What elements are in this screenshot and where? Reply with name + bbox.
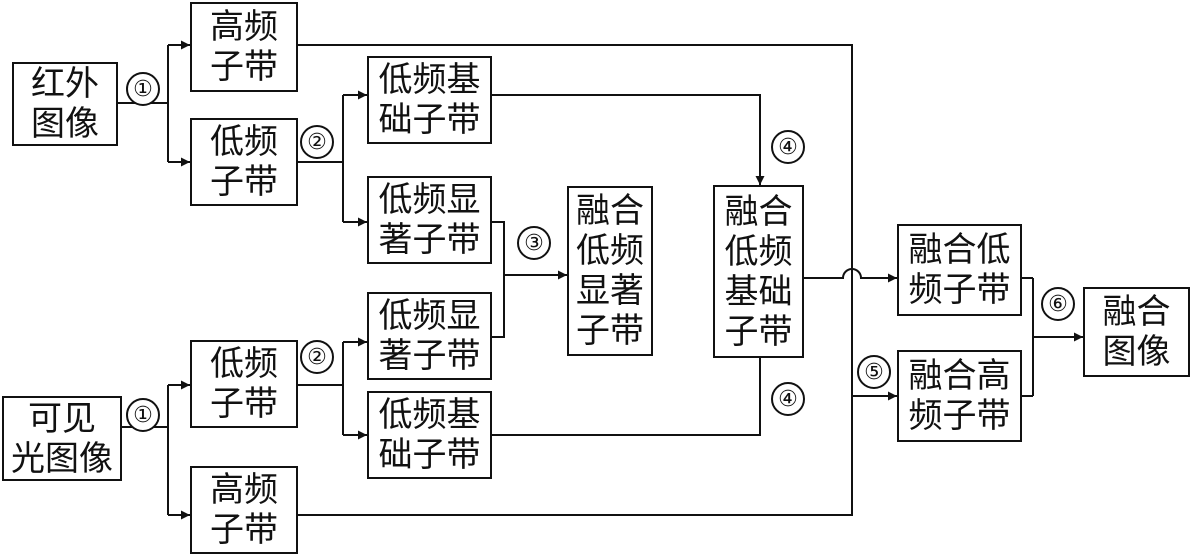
box-label-line: 子带 (210, 47, 278, 87)
box-label-line: 频子带 (908, 270, 1011, 310)
box-label: 可见光图像 (11, 399, 113, 479)
box-label-line: 低频 (210, 344, 278, 384)
box-label-line: 融合 (724, 191, 793, 232)
box-label-line: 础子带 (378, 100, 481, 140)
edge-vis-base-to-fused-base (492, 358, 761, 436)
box-label-line: 融合高 (908, 356, 1011, 396)
box-label-line: 低频 (576, 231, 644, 271)
box-ir-low-salient-subband: 低频显著子带 (367, 176, 492, 264)
box-label-line: 子带 (210, 162, 278, 202)
box-label-line: 显著 (576, 271, 644, 311)
step-6-marker: ⑥ (1041, 287, 1075, 321)
edge-fused-base-to-fused-low (804, 268, 897, 283)
box-label: 低频子带 (210, 344, 278, 424)
box-label-line: 高频 (210, 7, 278, 47)
box-label: 低频基础子带 (379, 60, 481, 140)
box-vis-low-base-subband: 低频基础子带 (367, 391, 492, 479)
box-label-line: 低频 (210, 122, 278, 162)
box-label-line: 高频 (210, 470, 278, 510)
step-1-vis-marker: ① (126, 398, 160, 432)
box-label-line: 著子带 (378, 336, 481, 376)
box-label: 融合低频子带 (909, 230, 1011, 310)
box-ir-low-base-subband: 低频基础子带 (367, 56, 492, 144)
box-label-line: 融合低 (908, 230, 1011, 270)
edge-ir-high-to-fused-high (298, 44, 853, 396)
box-label: 融合图像 (1103, 292, 1171, 372)
edge-ir-base-to-fused-base (492, 94, 765, 185)
edge-ir-salient-join (492, 221, 505, 338)
box-ir-image: 红外图像 (12, 62, 118, 146)
box-label-line: 低频 (724, 231, 793, 272)
box-label-line: 低频基 (378, 395, 481, 435)
box-label: 高频子带 (210, 470, 278, 550)
box-label: 高频子带 (210, 7, 278, 87)
box-label-line: 著子带 (378, 220, 481, 260)
box-label-line: 融合 (576, 191, 644, 231)
box-label: 低频显著子带 (379, 296, 481, 376)
box-label: 低频基础子带 (379, 395, 481, 475)
box-label: 融合低频基础子带 (725, 192, 793, 352)
box-vis-low-salient-subband: 低频显著子带 (367, 292, 492, 380)
box-label-line: 图像 (31, 104, 99, 144)
box-label-line: 子带 (210, 384, 278, 424)
box-label-line: 可见 (28, 398, 96, 439)
step-5-marker: ⑤ (857, 355, 891, 389)
box-label-line: 础子带 (378, 435, 481, 475)
step-2-ir-marker: ② (300, 125, 334, 159)
box-label-line: 融合 (1102, 292, 1171, 332)
box-vis-low-subband: 低频子带 (190, 340, 298, 428)
box-vis-image: 可见光图像 (2, 396, 122, 481)
box-label: 低频子带 (210, 122, 278, 202)
box-fused-image: 融合图像 (1083, 287, 1190, 377)
box-fused-low-salient-subband: 融合低频显著子带 (567, 186, 653, 356)
box-label-line: 低频显 (378, 180, 481, 220)
box-label-line: 子带 (576, 311, 644, 351)
step-2-vis-marker: ② (300, 340, 334, 374)
step-4-top-marker: ④ (771, 130, 805, 164)
step-1-ir-marker: ① (126, 72, 160, 106)
box-label: 低频显著子带 (379, 180, 481, 260)
box-label: 融合高频子带 (909, 356, 1011, 436)
step-4-bottom-marker: ④ (771, 382, 805, 416)
edge-vis-high-to-fused-high (298, 396, 853, 516)
box-ir-low-subband: 低频子带 (190, 118, 298, 206)
box-fused-low-subband: 融合低频子带 (897, 224, 1022, 316)
box-label: 红外图像 (31, 64, 99, 144)
box-fused-low-base-subband: 融合低频基础子带 (713, 185, 804, 358)
box-label-line: 低频基 (378, 60, 481, 100)
box-label-line: 低频显 (378, 296, 481, 336)
box-label-line: 基础 (724, 271, 793, 312)
box-label-line: 图像 (1102, 332, 1171, 372)
box-label-line: 光图像 (11, 438, 113, 479)
box-label-line: 频子带 (908, 396, 1011, 436)
box-ir-high-subband: 高频子带 (190, 2, 298, 92)
box-label-line: 子带 (210, 510, 278, 550)
box-label-line: 子带 (724, 311, 793, 352)
step-3-marker: ③ (517, 226, 551, 260)
box-label: 融合低频显著子带 (576, 191, 644, 351)
box-fused-high-subband: 融合高频子带 (897, 350, 1022, 442)
box-label-line: 红外 (31, 64, 99, 104)
box-vis-high-subband: 高频子带 (190, 466, 298, 554)
